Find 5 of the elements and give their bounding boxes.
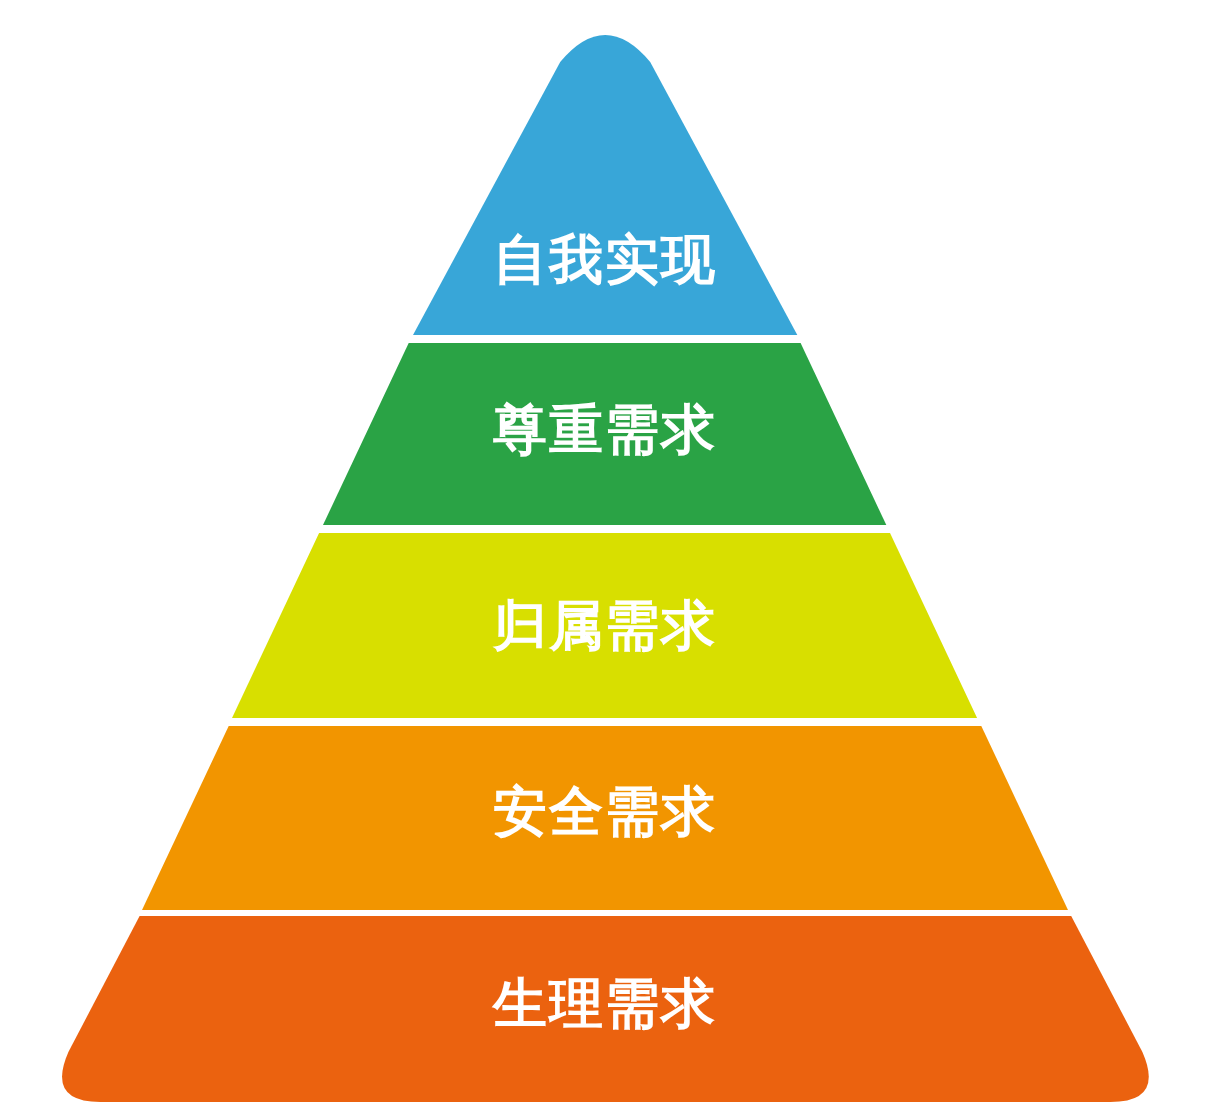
tier-label: 生理需求	[493, 970, 717, 1037]
tier-label: 归属需求	[493, 592, 717, 659]
tier-label: 安全需求	[493, 778, 717, 845]
tier-label: 自我实现	[493, 226, 717, 293]
tier-label: 尊重需求	[493, 396, 717, 463]
